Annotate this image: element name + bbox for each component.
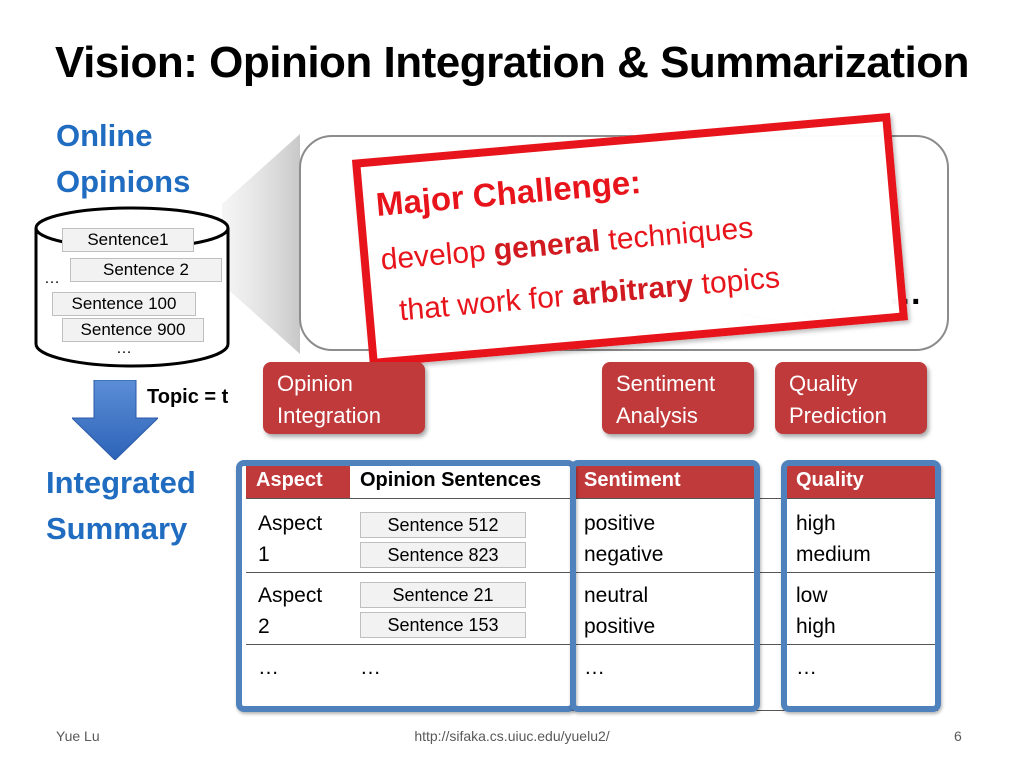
sentence-box: Sentence 153 <box>360 612 526 638</box>
db-sentence: Sentence1 <box>62 228 194 252</box>
header-aspect: Aspect <box>246 462 350 498</box>
sentence-box: Sentence 512 <box>360 512 526 538</box>
quality-cell: high medium <box>796 508 871 570</box>
challenge-emphasis: general <box>492 224 602 267</box>
tab-line: Integration <box>277 403 381 428</box>
db-sentence: Sentence 2 <box>70 258 222 282</box>
aspect-text: Aspect <box>258 584 323 607</box>
tab-line: Sentiment <box>616 371 716 396</box>
sentiment-text: positive <box>584 615 656 638</box>
topic-label: Topic = t <box>147 386 229 408</box>
db-sentence: Sentence 900 <box>62 318 204 342</box>
tab-line: Quality <box>789 371 858 396</box>
challenge-emphasis: arbitrary <box>570 268 695 313</box>
integrated-summary-label: Integrated Summary <box>46 460 196 552</box>
aspect-cell: … <box>258 656 279 679</box>
tab-line: Analysis <box>616 403 698 428</box>
opinion-integration-tab: Opinion Integration <box>263 362 425 434</box>
sentiment-cell: positive negative <box>584 508 663 570</box>
integrated-summary-line1: Integrated <box>46 465 196 500</box>
quality-text: medium <box>796 543 871 566</box>
sentence-box: Sentence 21 <box>360 582 526 608</box>
header-opinion-sentences: Opinion Sentences <box>360 469 542 491</box>
sentiment-analysis-tab: Sentiment Analysis <box>602 362 754 434</box>
aspect-text: 1 <box>258 543 270 566</box>
sentiment-text: positive <box>584 512 656 535</box>
db-sentence: Sentence 100 <box>52 292 196 316</box>
tab-line: Opinion <box>277 371 353 396</box>
sentences-cell: … <box>360 656 381 679</box>
quality-text: high <box>796 615 836 638</box>
db-ellipsis-left: … <box>44 270 60 287</box>
row-divider <box>246 572 938 573</box>
integrated-summary-line2: Summary <box>46 511 188 546</box>
quality-cell: … <box>796 656 817 679</box>
header-sentiment: Sentiment <box>574 462 754 498</box>
aspect-text: 2 <box>258 615 270 638</box>
online-opinions-line2: Opinions <box>56 164 191 199</box>
opinion-columns-frame <box>236 460 576 712</box>
quality-text: high <box>796 512 836 535</box>
sentiment-column-frame <box>570 460 760 712</box>
footer-page-number: 6 <box>954 728 962 744</box>
header-quality: Quality <box>786 462 938 498</box>
sentiment-text: negative <box>584 543 664 566</box>
opinion-database: Sentence1 … Sentence 2 Sentence 100 Sent… <box>32 204 232 374</box>
aspect-cell: Aspect 1 <box>258 508 322 570</box>
row-divider <box>246 644 938 645</box>
online-opinions-line1: Online <box>56 118 153 153</box>
sentiment-text: neutral <box>584 584 649 607</box>
down-arrow-icon <box>72 380 158 460</box>
challenge-text: develop <box>379 233 496 277</box>
challenge-text: topics <box>691 261 782 302</box>
row-divider <box>246 498 938 499</box>
sentence-box: Sentence 823 <box>360 542 526 568</box>
aspect-text: Aspect <box>258 512 323 535</box>
aspect-cell: Aspect 2 <box>258 580 322 642</box>
challenge-text: that work for <box>397 279 574 328</box>
quality-column-frame <box>781 460 941 712</box>
quality-cell: low high <box>796 580 836 642</box>
slide-title: Vision: Opinion Integration & Summarizat… <box>55 38 969 87</box>
challenge-text: techniques <box>598 211 755 258</box>
online-opinions-label: Online Opinions <box>56 113 190 205</box>
footer-author: Yue Lu <box>56 728 100 744</box>
quality-prediction-tab: Quality Prediction <box>775 362 927 434</box>
sentiment-cell: … <box>584 656 605 679</box>
quality-text: low <box>796 584 828 607</box>
summary-table: Aspect Opinion Sentences Sentiment Quali… <box>246 462 938 712</box>
sentiment-cell: neutral positive <box>584 580 655 642</box>
challenge-title: Major Challenge: <box>374 162 643 223</box>
footer-url: http://sifaka.cs.uiuc.edu/yuelu2/ <box>414 728 610 744</box>
db-ellipsis-bottom: … <box>116 340 132 357</box>
tab-line: Prediction <box>789 403 887 428</box>
